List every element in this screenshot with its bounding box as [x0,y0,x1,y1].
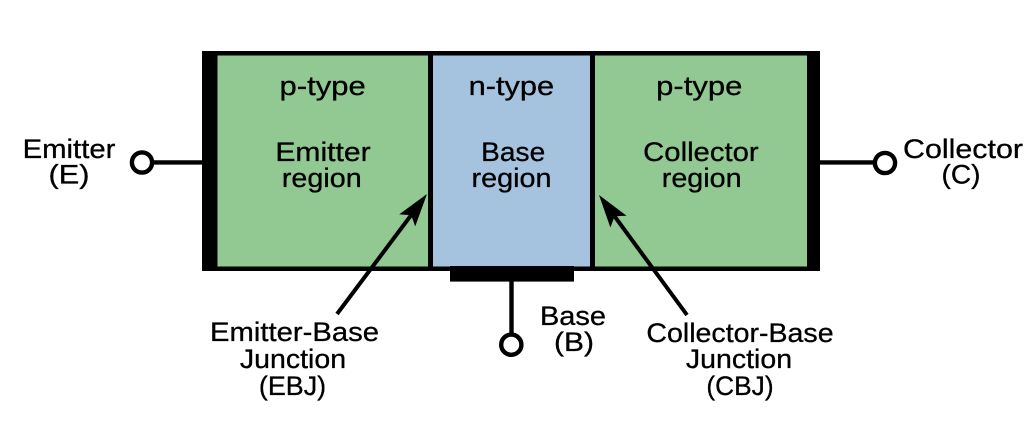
svg-text:Emitter-Base: Emitter-Base [210,317,379,347]
svg-text:n-type: n-type [469,71,554,101]
svg-text:(C): (C) [942,160,981,190]
svg-text:region: region [472,163,552,193]
svg-text:p-type: p-type [656,71,742,101]
svg-text:(CBJ): (CBJ) [706,371,773,401]
svg-text:Junction: Junction [686,344,792,374]
svg-text:Collector: Collector [903,134,1023,164]
svg-text:(EBJ): (EBJ) [259,371,326,401]
svg-text:region: region [662,163,742,193]
svg-text:(B): (B) [554,327,594,357]
svg-text:p-type: p-type [280,71,366,101]
svg-text:Collector-Base: Collector-Base [646,318,833,348]
svg-text:Collector: Collector [643,137,759,167]
svg-text:Emitter: Emitter [23,134,116,164]
svg-text:Base: Base [540,301,606,331]
svg-text:Emitter: Emitter [275,137,370,167]
svg-text:region: region [282,163,362,193]
svg-text:Base: Base [481,137,545,167]
svg-text:Junction: Junction [240,344,346,374]
svg-text:(E): (E) [49,160,90,190]
